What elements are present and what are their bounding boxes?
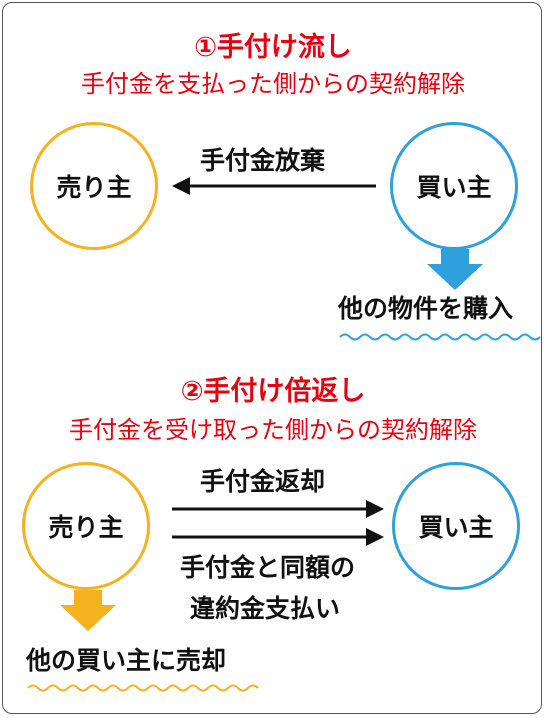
section2-subtitle: 手付金を受け取った側からの契約解除	[69, 416, 477, 444]
section2-buyer-circle: 買い主	[392, 462, 520, 590]
section1-subtitle: 手付金を支払った側からの契約解除	[81, 70, 465, 98]
section2-arrow-top-label: 手付金返却	[200, 467, 326, 496]
section1-buyer-label: 買い主	[416, 173, 492, 202]
section1-title: ①手付け流し	[194, 32, 352, 63]
section2-seller-label: 売り主	[48, 513, 124, 542]
section2-arrow-bottom-label-line2: 違約金支払い	[190, 594, 341, 623]
section1-outcome: 他の物件を購入	[338, 294, 514, 323]
section2-right-arrow-bottom	[172, 528, 384, 546]
section2-seller-circle: 売り主	[22, 462, 150, 590]
section1-outcome-wavy-underline	[339, 333, 541, 341]
section2-buyer-label: 買い主	[418, 513, 494, 542]
section1-seller-circle: 売り主	[30, 122, 158, 250]
section2-arrow-bottom-label-line1: 手付金と同額の	[180, 553, 356, 582]
section1-arrow-label: 手付金放棄	[200, 146, 326, 175]
section1-seller-label: 売り主	[56, 173, 132, 202]
section2-title: ②手付け倍返し	[180, 376, 366, 407]
section2-right-arrow-top	[172, 500, 384, 518]
section1-left-arrow	[172, 177, 376, 195]
section2-outcome: 他の買い主に売却	[26, 646, 227, 675]
section1-buyer-circle: 買い主	[390, 122, 518, 250]
section2-outcome-wavy-underline	[27, 684, 259, 692]
section2-yellow-down-arrow	[60, 590, 116, 631]
section1-blue-down-arrow	[427, 249, 483, 290]
